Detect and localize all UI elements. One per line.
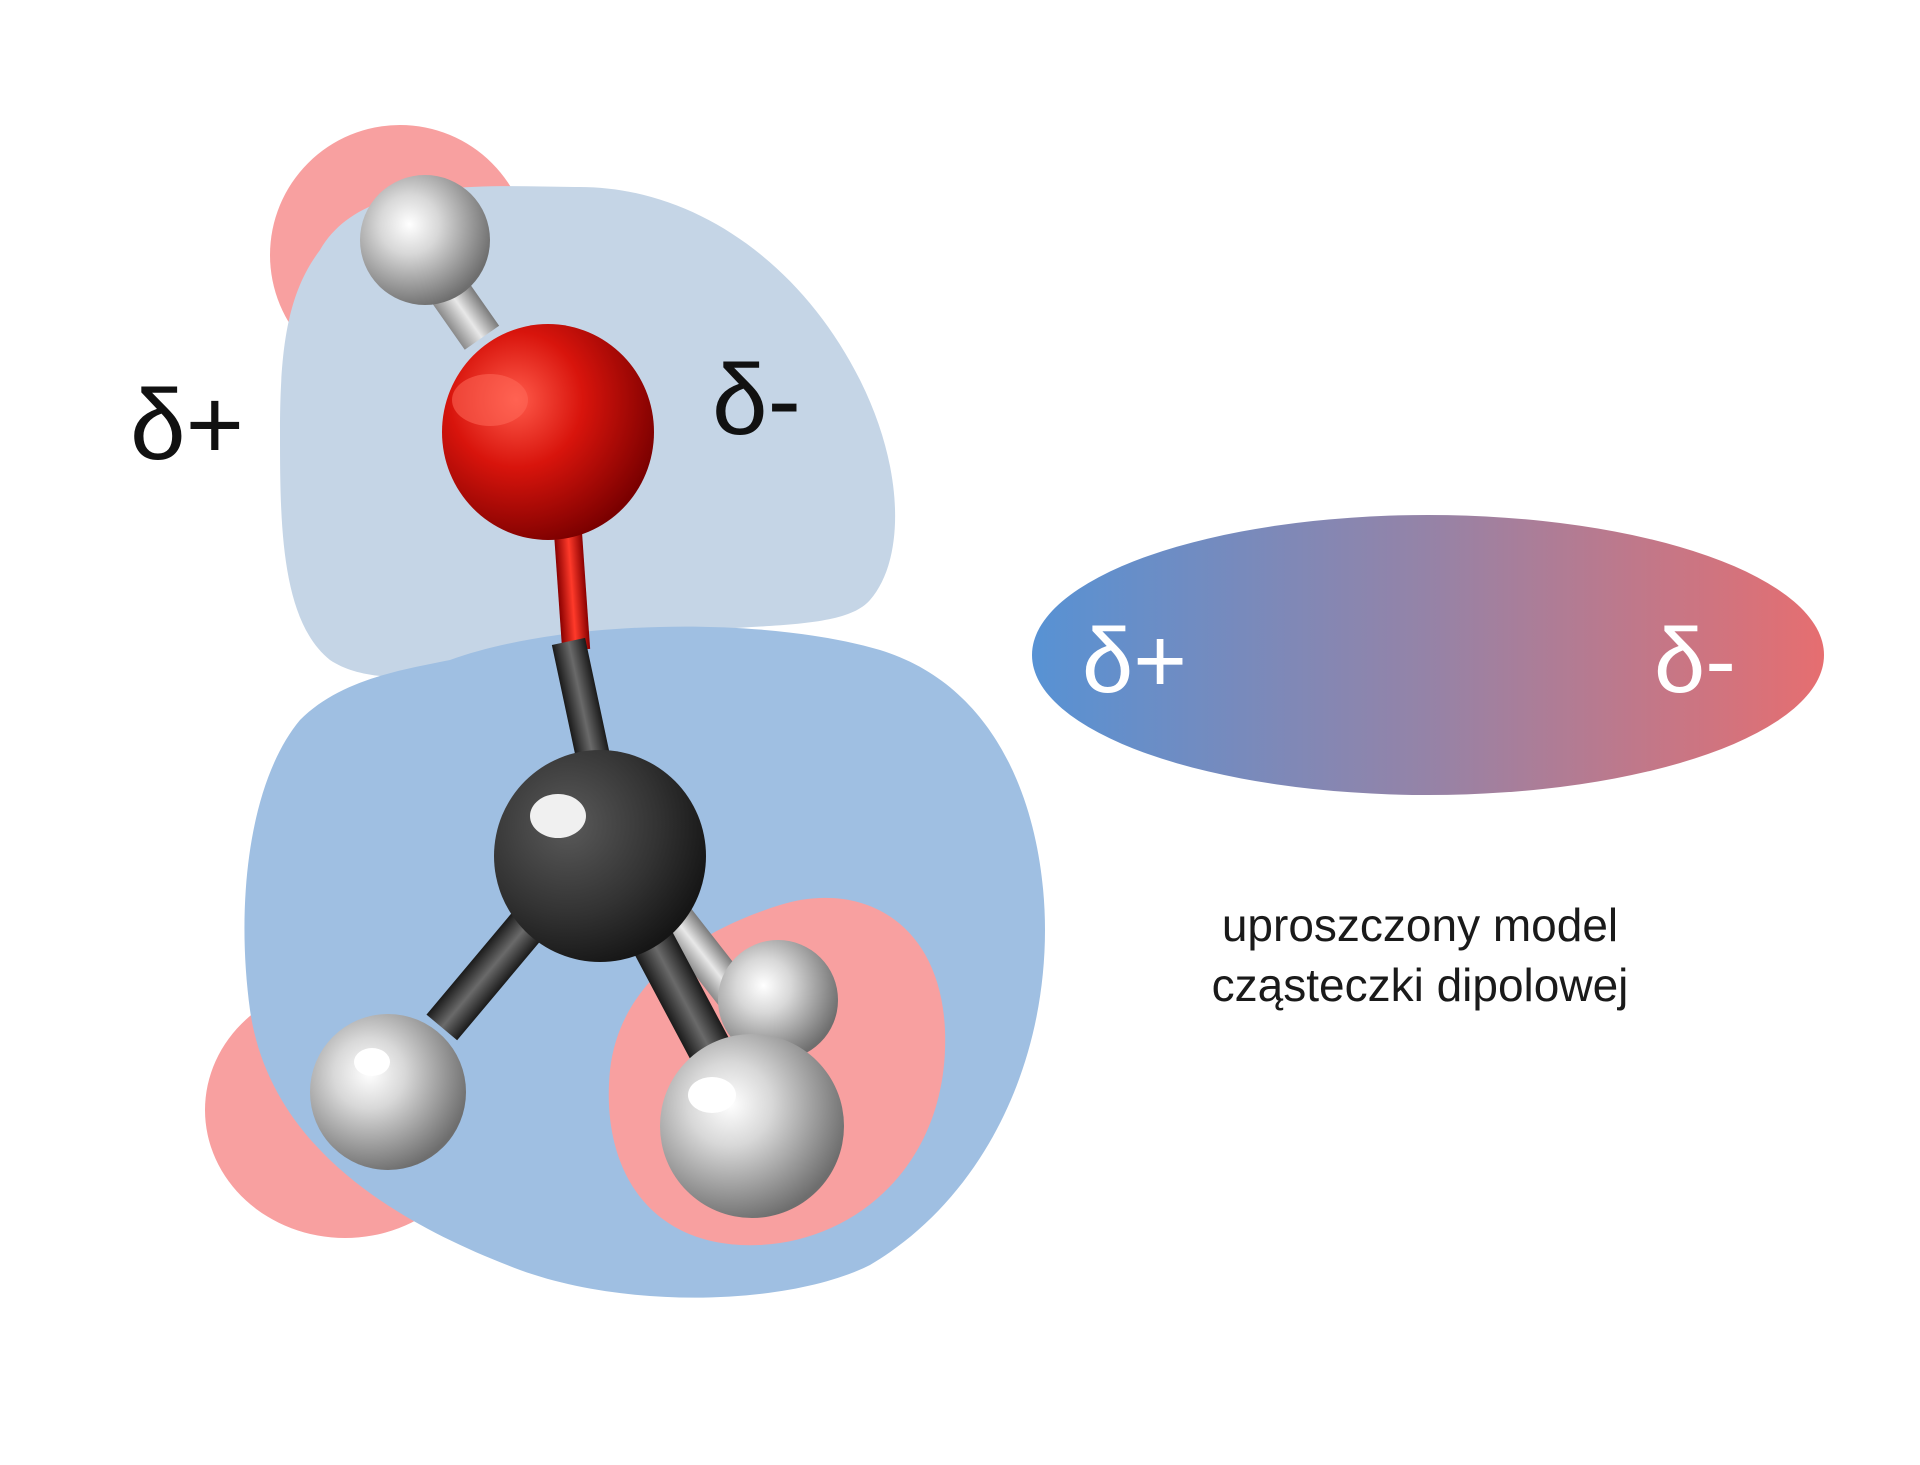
caption-line-1: uproszczony model [1221, 899, 1619, 951]
bond-carbon-hydrogen-left [426, 899, 554, 1041]
caption-line-2: cząsteczki dipolowej [1211, 959, 1629, 1011]
carbon-highlight [530, 794, 586, 838]
hydrogen-atom-left [310, 1014, 466, 1170]
dipole-ellipse [1032, 515, 1824, 795]
oxygen-highlight [452, 374, 528, 426]
bond-oxygen-carbon-red [553, 529, 591, 651]
hydrogen-atom-front-right [660, 1034, 844, 1218]
carbon-atom [494, 750, 706, 962]
hydrogen-atom-top [360, 175, 490, 305]
bond-oxygen-carbon-dark [551, 637, 614, 778]
partial-negative-label: δ- [712, 344, 801, 456]
hydrogen-left-highlight [354, 1048, 390, 1076]
partial-positive-label: δ+ [130, 369, 245, 481]
dipole-negative-label: δ- [1654, 610, 1736, 712]
oxygen-atom [442, 324, 654, 540]
hydrogen-atom-back-right [718, 940, 838, 1060]
dipole-caption: uproszczony model cząsteczki dipolowej [1050, 895, 1790, 1015]
atoms [310, 175, 844, 1218]
dipole-positive-label: δ+ [1082, 610, 1187, 712]
hydrogen-front-highlight [688, 1077, 736, 1113]
